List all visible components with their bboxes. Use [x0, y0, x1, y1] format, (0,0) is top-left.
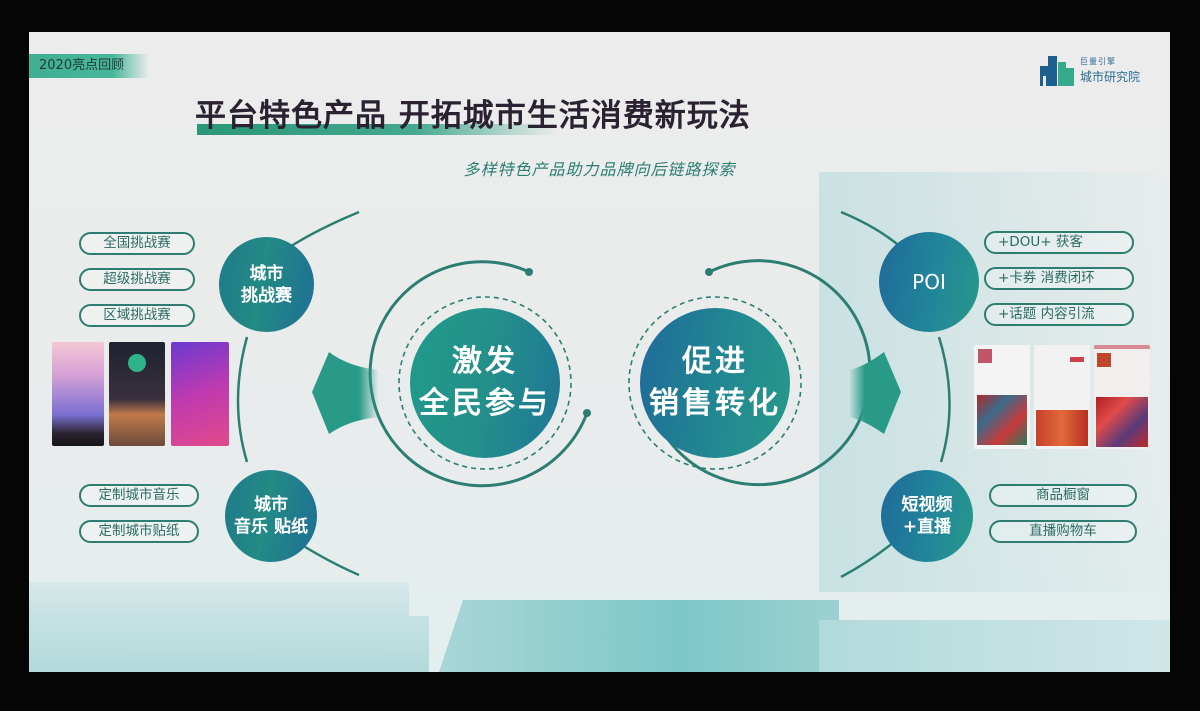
circle-drive-sales: 促进 销售转化: [640, 308, 790, 458]
thumbnail-poi-2: [1034, 345, 1090, 449]
pill-custom-city-music: 定制城市音乐: [79, 484, 199, 507]
logo: 巨量引擎 城市研究院: [1038, 48, 1148, 92]
left-arrow-icon: [312, 352, 379, 434]
title-underline: [197, 124, 557, 135]
pill-product-window: 商品橱窗: [989, 484, 1137, 507]
thumbnail-poi-1: [974, 345, 1030, 449]
thumbnail-challenge-2: [109, 342, 165, 446]
thumbnail-poi-3: [1094, 345, 1150, 449]
node-video-live: 短视频 +直播: [881, 470, 973, 562]
page-title: 平台特色产品 开拓城市生活消费新玩法: [195, 98, 751, 134]
node-poi: POI: [879, 232, 979, 332]
node-city-music-sticker: 城市 音乐 贴纸: [225, 470, 317, 562]
pill-national-challenge: 全国挑战赛: [79, 232, 195, 255]
building-logo-icon: [1040, 56, 1074, 86]
section-tag: 2020亮点回顾: [29, 54, 149, 78]
logo-name: 城市研究院: [1080, 70, 1141, 84]
pill-custom-city-sticker: 定制城市贴纸: [79, 520, 199, 543]
pill-live-cart: 直播购物车: [989, 520, 1137, 543]
pill-regional-challenge: 区域挑战赛: [79, 304, 195, 327]
thumbnail-challenge-1: [52, 342, 104, 446]
pill-coupon-loop: +卡券 消费闭环: [984, 267, 1134, 290]
pill-super-challenge: 超级挑战赛: [79, 268, 195, 291]
circle-inspire-participation: 激发 全民参与: [410, 308, 560, 458]
pill-topic-traffic: +话题 内容引流: [984, 303, 1134, 326]
presentation-slide: 2020亮点回顾 巨量引擎 城市研究院 平台特色产品 开拓城市生活消费新玩法 多…: [29, 32, 1170, 672]
logo-brand: 巨量引擎: [1080, 57, 1116, 66]
page-subtitle: 多样特色产品助力品牌向后链路探索: [463, 160, 736, 179]
pill-dou-acquire: +DOU+ 获客: [984, 231, 1134, 254]
thumbnail-challenge-3: [171, 342, 229, 446]
node-city-challenge: 城市 挑战赛: [219, 237, 314, 332]
right-arrow-icon: [849, 352, 901, 434]
